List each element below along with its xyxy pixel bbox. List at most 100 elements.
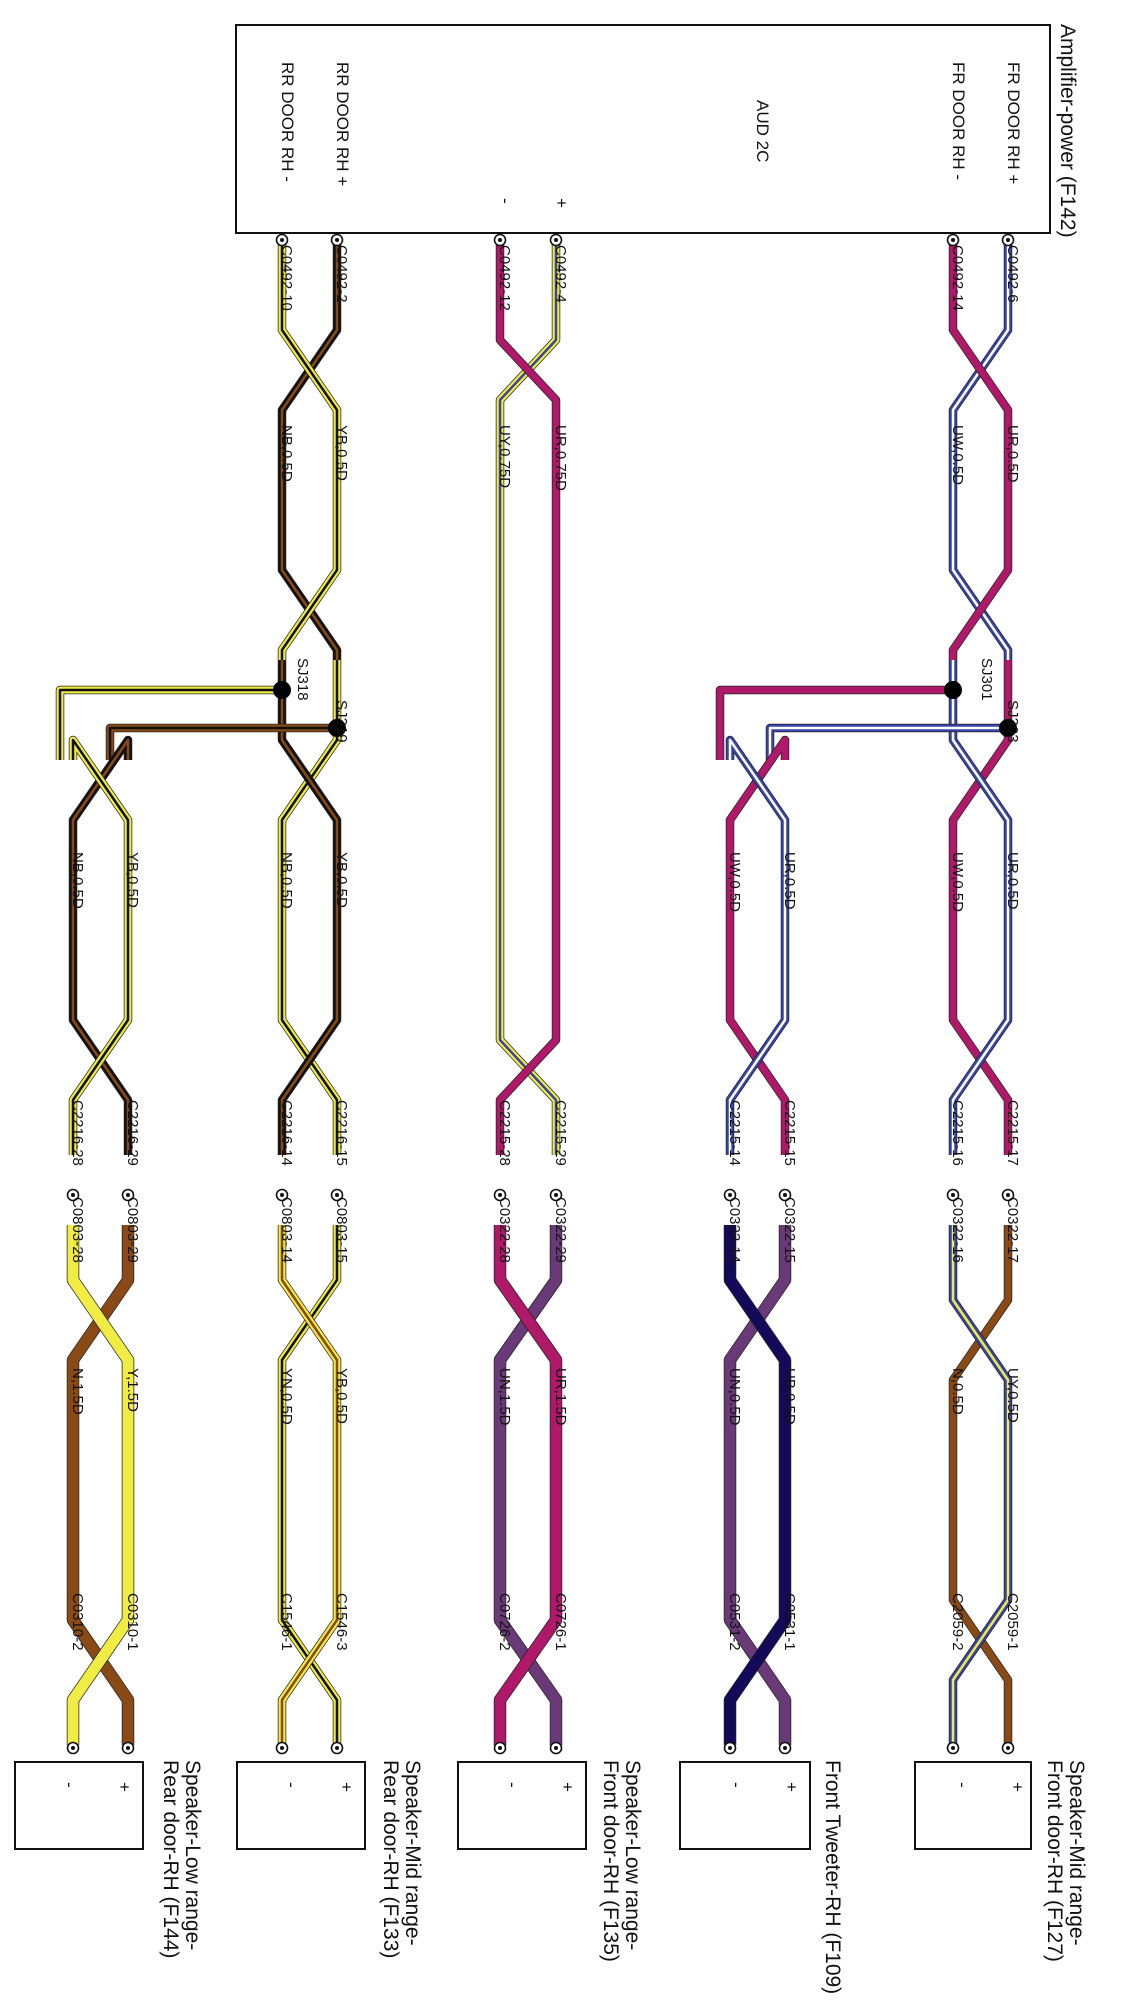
splice-label-sj303: SJ303 — [1004, 700, 1021, 743]
connector-label: C2216-14 — [278, 1100, 295, 1166]
speaker-pin-neg: - — [282, 1782, 301, 1788]
wire-spec: NB,0.5D — [69, 852, 86, 909]
wire-spec: UY,0.75D — [496, 425, 513, 488]
speaker-title: Speaker-Mid range- — [1065, 1760, 1088, 1946]
twisted-wire — [724, 1225, 791, 1745]
twisted-wire — [71, 738, 130, 1155]
wire-spec: UW,0.5D — [949, 425, 966, 485]
connector-terminal — [275, 233, 289, 247]
twisted-wire — [277, 1225, 342, 1745]
wire-layer — [55, 240, 1013, 1745]
wire-spec: UW,0.5D — [726, 852, 743, 912]
wire-spec: UN,1.5D — [496, 1368, 513, 1426]
splice-dot-sj319 — [328, 719, 346, 737]
speaker-title: Front door-RH (F127) — [1043, 1760, 1066, 1962]
amp-pin-fr-neg: FR DOOR RH - — [949, 62, 968, 180]
wire-spec: UB,0.5D — [781, 1368, 798, 1425]
wire-spec: UR,0.75D — [552, 425, 569, 491]
speaker-title: Rear door-RH (F144) — [159, 1760, 182, 1958]
connector-label: C2215-14 — [726, 1100, 743, 1166]
wire-spec: Y,1.5D — [124, 1368, 141, 1412]
wire — [496, 240, 560, 1155]
connector-label: C2059-1 — [1004, 1593, 1021, 1651]
speaker-title: Speaker-Low range- — [181, 1760, 204, 1950]
connector-label: C2215-17 — [1004, 1100, 1021, 1166]
twisted-wire — [280, 1225, 339, 1745]
twisted-wire — [67, 1225, 134, 1745]
connector-label: C2215-16 — [949, 1100, 966, 1166]
branch-wire — [105, 723, 337, 760]
speaker-rear-low: + - Speaker-Low range- Rear door-RH (F14… — [14, 1760, 204, 1958]
amplifier-title: Amplifier-power (F142) — [1056, 24, 1079, 238]
splice-layer — [273, 681, 1017, 737]
amplifier-code: AUD 2C — [753, 100, 772, 162]
speaker-pin-neg: - — [60, 1782, 79, 1788]
connector-label: C0803-14 — [278, 1197, 295, 1263]
wire-spec: YN,0.5D — [278, 1368, 295, 1425]
amp-pin-fr-pos: FR DOOR RH + — [1004, 62, 1023, 184]
amplifier-module: Amplifier-power (F142) AUD 2C FR DOOR RH… — [235, 24, 1079, 238]
connector-terminal — [778, 1741, 792, 1755]
splice-label-sj301: SJ301 — [978, 658, 995, 701]
speaker-box — [236, 1761, 366, 1850]
connector-label: C0726-2 — [496, 1593, 513, 1651]
wire-spec: UR,1.5D — [552, 1368, 569, 1426]
wire-spec: UR,0.5D — [1004, 852, 1021, 910]
twisted-wire — [724, 1225, 791, 1745]
speaker-title: Speaker-Mid range- — [401, 1760, 424, 1946]
amplifier-box — [235, 24, 1051, 234]
connector-terminal — [330, 1741, 344, 1755]
wire-spec: UW,0.5D — [949, 852, 966, 912]
twisted-wire — [280, 1225, 339, 1745]
speaker-box — [679, 1761, 811, 1850]
connector-terminal — [66, 1741, 80, 1755]
branch-wire — [106, 724, 337, 760]
connector-label: C0531-1 — [781, 1593, 798, 1651]
wire-spec: YB,0.5D — [333, 1368, 350, 1424]
twisted-wire — [951, 1225, 1010, 1745]
connector-label: C0492-2 — [333, 245, 350, 303]
speaker-pin-pos: + — [782, 1782, 801, 1792]
twisted-wire — [71, 738, 130, 1155]
terminal-layer — [66, 233, 1015, 1755]
amp-pin-pos: + — [552, 198, 571, 208]
speaker-title: Speaker-Low range- — [621, 1760, 644, 1950]
splice-dot-sj301 — [944, 681, 962, 699]
connector-label: C2059-2 — [949, 1593, 966, 1651]
splice-dot-sj318 — [273, 681, 291, 699]
twisted-wire — [949, 240, 1012, 660]
twisted-wire — [726, 736, 789, 1155]
connector-terminal — [549, 233, 563, 247]
wire-spec: UR,0.5D — [781, 852, 798, 910]
wire-spec: YB,0.5D — [333, 425, 350, 481]
branch-wire — [766, 724, 1008, 760]
branch-wire — [108, 726, 337, 760]
twisted-wire — [280, 240, 339, 660]
splice-dot-sj303 — [999, 719, 1017, 737]
speaker-pin-neg: - — [727, 1782, 746, 1788]
connector-terminal — [946, 1741, 960, 1755]
connector-label: C0492-10 — [278, 245, 295, 311]
branch-wire — [58, 688, 282, 760]
amp-pin-rr-pos: RR DOOR RH + — [333, 62, 352, 186]
twisted-wire — [728, 738, 787, 1155]
speaker-front-mid: + - Speaker-Mid range- Front door-RH (F1… — [914, 1760, 1088, 1962]
connector-terminal — [121, 1741, 135, 1755]
speaker-box — [914, 1761, 1032, 1850]
connector-label: C0803-29 — [124, 1197, 141, 1263]
speaker-pin-neg: - — [953, 1782, 972, 1788]
wire-spec: UR,0.5D — [1004, 425, 1021, 483]
speaker-box — [457, 1761, 587, 1850]
wire-spec: N,1.5D — [69, 1368, 86, 1415]
connector-labels: C0492-6 C0492-14 C0492-4 C0492-12 C0492-… — [69, 245, 1021, 1651]
splice-label-sj319: SJ319 — [333, 700, 350, 743]
connector-label: C2215-15 — [781, 1100, 798, 1166]
connector-label: C0803-15 — [333, 1197, 350, 1263]
connector-label: C0322-17 — [1004, 1197, 1021, 1263]
splice-label-sj318: SJ318 — [294, 658, 311, 701]
wire-spec: NB,0.5D — [278, 425, 295, 482]
speaker-front-tweeter: + - Front Tweeter-RH (F109) — [679, 1760, 844, 1994]
wire — [495, 240, 561, 1155]
connector-terminal — [723, 1741, 737, 1755]
